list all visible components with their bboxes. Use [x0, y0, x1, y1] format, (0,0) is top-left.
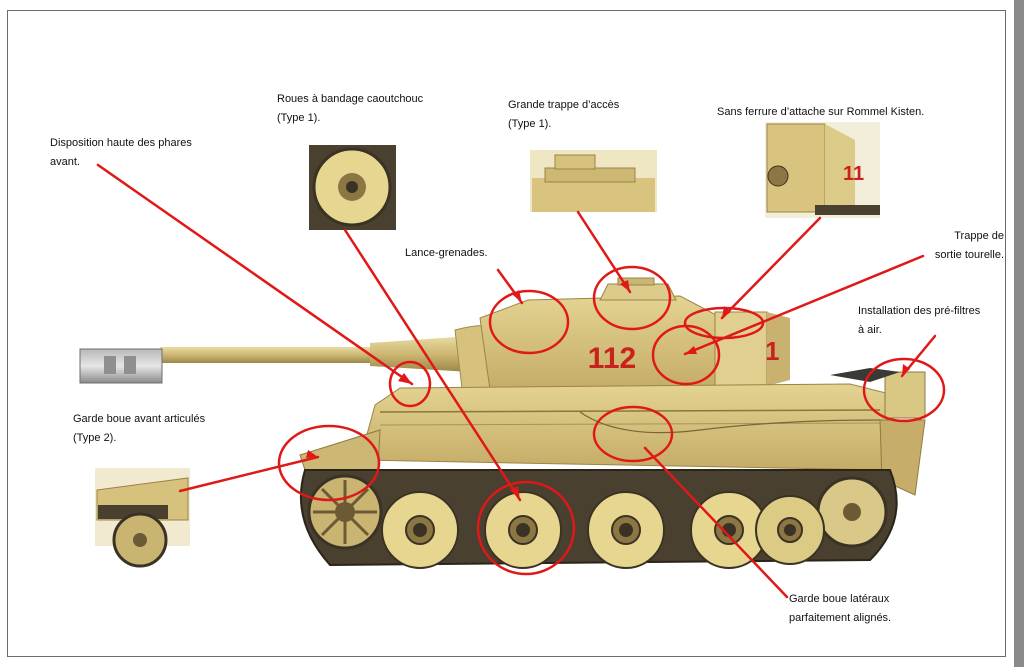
inset-box-mark: 11	[843, 163, 864, 185]
label-line: Garde boue avant articulés	[73, 413, 206, 425]
label-line: Installation des pré-filtres	[858, 305, 981, 317]
road-wheels	[381, 491, 825, 569]
inset-access-hatch	[530, 150, 657, 212]
label-line: Lance-grenades.	[405, 247, 488, 259]
tank-illustration: 112 1	[79, 277, 926, 569]
circle-headlights	[388, 360, 432, 408]
circle-grenade-launcher	[488, 289, 570, 355]
label-headlights: Disposition haute des phares avant.	[50, 134, 192, 172]
circle-rommel-kisten	[683, 306, 765, 340]
label-line: sortie tourelle.	[934, 249, 1004, 261]
label-rommel-kisten: Sans ferrure d’attache sur Rommel Kisten…	[717, 103, 924, 122]
label-line: à air.	[858, 324, 882, 336]
circle-turret-hatch	[651, 324, 721, 386]
gun-barrel-taper	[370, 336, 470, 372]
callout-lines	[96, 163, 937, 599]
label-line: Grande trappe d’accès	[508, 99, 620, 111]
circle-front-fenders	[277, 424, 381, 502]
label-line: Disposition haute des phares	[50, 137, 192, 149]
label-line: (Type 1).	[508, 118, 552, 130]
turret-number: 112	[588, 342, 636, 375]
front-fender	[299, 429, 381, 471]
circle-side-fenders	[592, 405, 674, 463]
label-side-fenders: Garde boue latéraux parfaitement alignés…	[789, 590, 891, 628]
callout-circles	[277, 265, 946, 576]
label-front-fenders: Garde boue avant articulés (Type 2).	[73, 410, 205, 448]
turret-rear-mark: 1	[765, 336, 779, 366]
gun-barrel	[160, 347, 410, 363]
label-line: Roues à bandage caoutchouc	[277, 93, 424, 105]
label-line: Trappe de	[954, 230, 1004, 242]
circle-road-wheel	[476, 480, 576, 576]
label-line: (Type 2).	[73, 432, 117, 444]
commander-cupola	[599, 283, 677, 301]
label-line: Garde boue latéraux	[789, 593, 890, 605]
hull	[359, 383, 891, 471]
inset-rommel-kisten: 11	[765, 122, 880, 218]
label-line: Sans ferrure d’attache sur Rommel Kisten…	[717, 106, 925, 118]
label-air-prefilters: Installation des pré-filtres à air.	[858, 302, 980, 340]
air-prefilter	[884, 371, 926, 419]
label-turret-hatch: Trappe de sortie tourelle.	[902, 227, 1004, 265]
circle-access-hatch	[592, 265, 672, 331]
label-access-hatch: Grande trappe d’accès (Type 1).	[508, 96, 619, 134]
inset-front-fender	[95, 468, 190, 568]
label-line: parfaitement alignés.	[789, 612, 892, 624]
muzzle-brake	[79, 348, 163, 384]
label-grenade-launcher: Lance-grenades.	[405, 244, 488, 263]
inset-road-wheel	[309, 145, 396, 230]
label-line: avant.	[50, 156, 80, 168]
label-line: (Type 1).	[277, 112, 321, 124]
label-road-wheels: Roues à bandage caoutchouc (Type 1).	[277, 90, 423, 128]
circle-air-prefilters	[862, 357, 946, 423]
scrollbar[interactable]	[1014, 0, 1024, 667]
